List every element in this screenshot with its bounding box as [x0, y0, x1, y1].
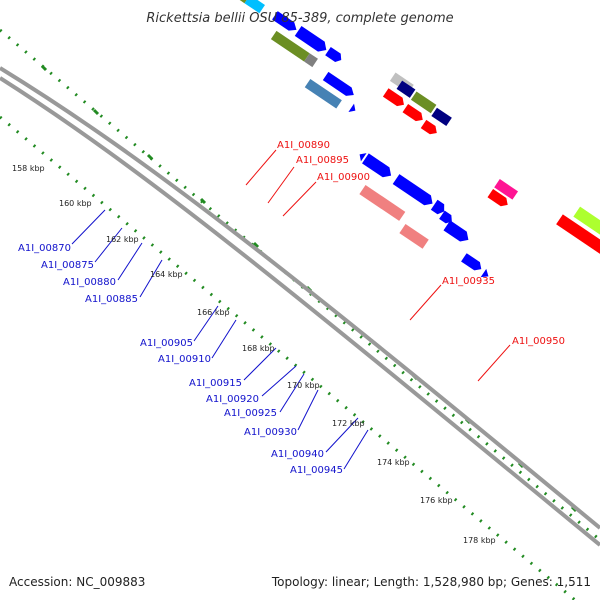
scale-label: 162 kbp — [106, 235, 139, 244]
gene-label[interactable]: A1I_00895 — [296, 155, 349, 166]
scale-label: 164 kbp — [150, 270, 183, 279]
gene-label[interactable]: A1I_00890 — [277, 140, 330, 151]
gene-red-arrow[interactable] — [487, 188, 510, 209]
gene-blue-arrow[interactable] — [294, 25, 330, 55]
gene-label[interactable]: A1I_00945 — [290, 465, 343, 476]
gene-blue-arrow[interactable] — [430, 199, 448, 217]
gene-olive-block[interactable] — [270, 30, 310, 62]
gene-blue-arrow[interactable] — [480, 268, 492, 281]
gene-blue-arrow[interactable] — [362, 153, 394, 180]
scale-label: 168 kbp — [242, 344, 275, 353]
scale-label: 176 kbp — [420, 496, 453, 505]
tick-dot-lines — [0, 28, 600, 600]
genome-backbone — [0, 66, 600, 547]
backbone-reverse-line — [0, 76, 600, 547]
gene-label[interactable]: A1I_00880 — [63, 277, 116, 288]
scale-label: 170 kbp — [287, 381, 320, 390]
reverse-gene-labels: A1I_00870 A1I_00875 A1I_00880 A1I_00885 … — [18, 243, 343, 476]
gene-label[interactable]: A1I_00910 — [158, 354, 211, 365]
scale-label: 174 kbp — [377, 458, 410, 467]
gene-blue-arrow[interactable] — [392, 174, 436, 209]
gene-coral-block[interactable] — [399, 224, 429, 249]
gene-red-arrow[interactable] — [420, 119, 440, 137]
gene-red-arrow[interactable] — [556, 214, 600, 266]
scale-label: 160 kbp — [59, 199, 92, 208]
accession-text: Accession: NC_009883 — [9, 575, 145, 589]
gene-light-blue-block[interactable] — [244, 0, 265, 14]
gene-label[interactable]: A1I_00935 — [442, 276, 495, 287]
topology-summary: Topology: linear; Length: 1,528,980 bp; … — [271, 575, 591, 589]
gene-blue-arrow[interactable] — [357, 150, 367, 162]
backbone-forward-line — [0, 66, 600, 530]
gene-olive-block[interactable] — [410, 91, 437, 114]
gene-red-arrow[interactable] — [402, 103, 426, 124]
gene-label[interactable]: A1I_00905 — [140, 338, 193, 349]
gene-red-arrow[interactable] — [382, 88, 407, 109]
forward-gene-labels: A1I_00890 A1I_00895 A1I_00900 A1I_00935 … — [277, 140, 565, 347]
gene-label[interactable]: A1I_00950 — [512, 336, 565, 347]
scale-label: 178 kbp — [463, 536, 496, 545]
scale-labels: 158 kbp 160 kbp 162 kbp 164 kbp 166 kbp … — [12, 164, 496, 545]
gene-label[interactable]: A1I_00930 — [244, 427, 297, 438]
gene-blue-arrow[interactable] — [325, 46, 344, 64]
gene-label[interactable]: A1I_00900 — [317, 172, 370, 183]
gene-label[interactable]: A1I_00915 — [189, 378, 242, 389]
gene-blue-arrow[interactable] — [443, 220, 471, 244]
scale-label: 166 kbp — [197, 308, 230, 317]
scale-label: 172 kbp — [332, 419, 365, 428]
gene-blue-arrow[interactable] — [348, 103, 358, 115]
gene-navy-block[interactable] — [396, 80, 416, 98]
inner-tick-line — [0, 115, 576, 600]
gene-blue-arrow[interactable] — [439, 210, 455, 226]
gene-steel-blue-block[interactable] — [304, 79, 342, 109]
label-leader-lines — [71, 149, 511, 470]
gene-coral-block[interactable] — [359, 184, 406, 221]
gene-features[interactable] — [128, 0, 600, 424]
gene-label[interactable]: A1I_00870 — [18, 243, 71, 254]
gene-label[interactable]: A1I_00940 — [271, 449, 324, 460]
gene-label[interactable]: A1I_00925 — [224, 408, 277, 419]
gene-navy-block[interactable] — [431, 107, 452, 127]
gene-gray-block[interactable] — [304, 53, 318, 68]
gene-label[interactable]: A1I_00875 — [41, 260, 94, 271]
gene-label[interactable]: A1I_00885 — [85, 294, 138, 305]
gene-blue-arrow[interactable] — [322, 71, 357, 99]
gene-magenta-block[interactable] — [494, 179, 519, 200]
scale-label: 158 kbp — [12, 164, 45, 173]
gene-label[interactable]: A1I_00920 — [206, 394, 259, 405]
gene-blue-arrow[interactable] — [461, 253, 484, 273]
map-title: Rickettsia bellii OSU 85-389, complete g… — [146, 11, 453, 26]
gene-lime-arrow[interactable] — [573, 206, 600, 256]
gene-blue-arrow[interactable] — [272, 11, 299, 34]
